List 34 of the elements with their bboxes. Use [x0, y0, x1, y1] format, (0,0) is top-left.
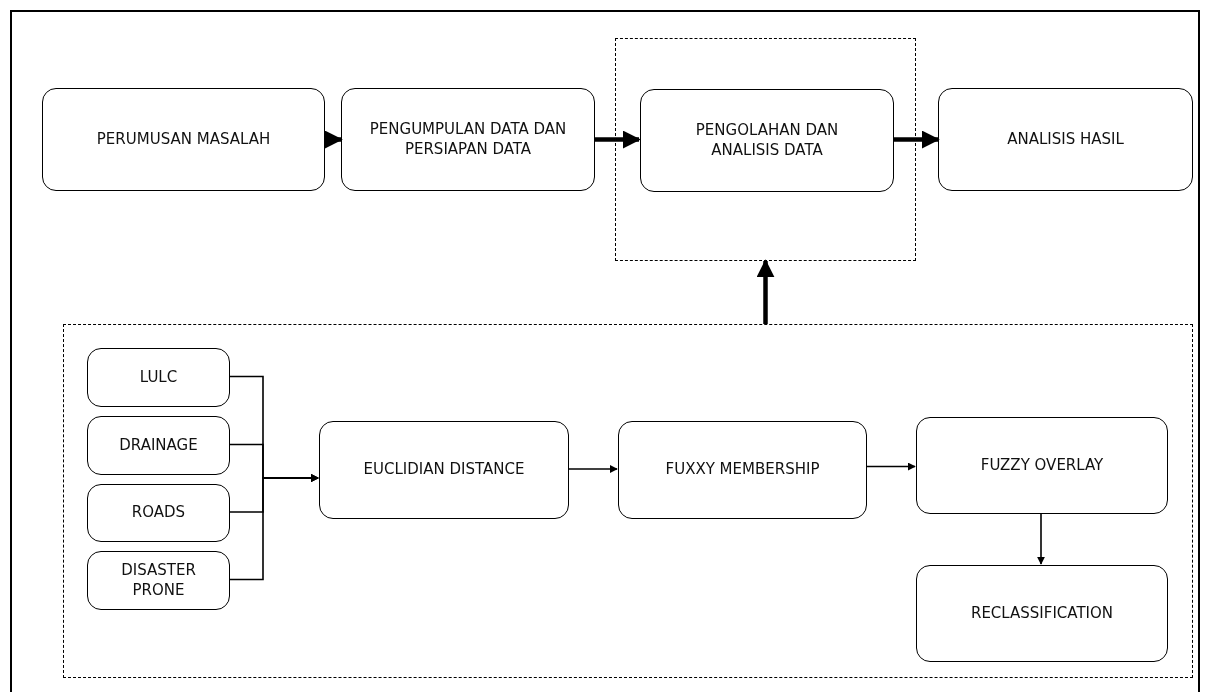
box-label: EUCLIDIAN DISTANCE	[362, 460, 526, 480]
box-label: PERUMUSAN MASALAH	[95, 129, 272, 150]
process-box	[916, 417, 1168, 514]
box-label: RECLASSIFICATION	[969, 603, 1114, 624]
process-box	[640, 89, 894, 192]
process-box	[319, 421, 569, 519]
arrow	[595, 130, 641, 149]
box-label: PENGUMPULAN DATA DAN PERSIAPAN DATA	[368, 120, 568, 159]
process-box	[87, 348, 230, 407]
process-box	[618, 421, 867, 519]
process-box	[42, 88, 325, 191]
box-label: DISASTER PRONE	[120, 561, 197, 600]
process-box	[938, 88, 1193, 191]
arrow	[756, 259, 775, 324]
arrow	[1037, 512, 1045, 565]
arrow	[228, 474, 319, 581]
box-label: FUXXY MEMBERSHIP	[664, 460, 821, 480]
dashed-frame	[615, 38, 916, 261]
box-label: LULC	[138, 367, 179, 388]
arrow	[324, 130, 343, 149]
box-label: DRAINAGE	[118, 435, 199, 456]
arrow	[567, 465, 618, 473]
arrow	[893, 130, 940, 149]
box-label: ROADS	[130, 503, 187, 523]
box-label: FUZZY OVERLAY	[979, 455, 1105, 476]
box-label: PENGOLAHAN DAN ANALISIS DATA	[694, 121, 840, 160]
process-box	[87, 416, 230, 475]
process-box	[916, 565, 1168, 662]
box-label: ANALISIS HASIL	[1006, 129, 1125, 150]
dashed-frame	[63, 324, 1193, 678]
process-box	[87, 551, 230, 610]
process-box	[341, 88, 595, 191]
process-box	[87, 484, 230, 542]
arrow	[865, 462, 916, 471]
